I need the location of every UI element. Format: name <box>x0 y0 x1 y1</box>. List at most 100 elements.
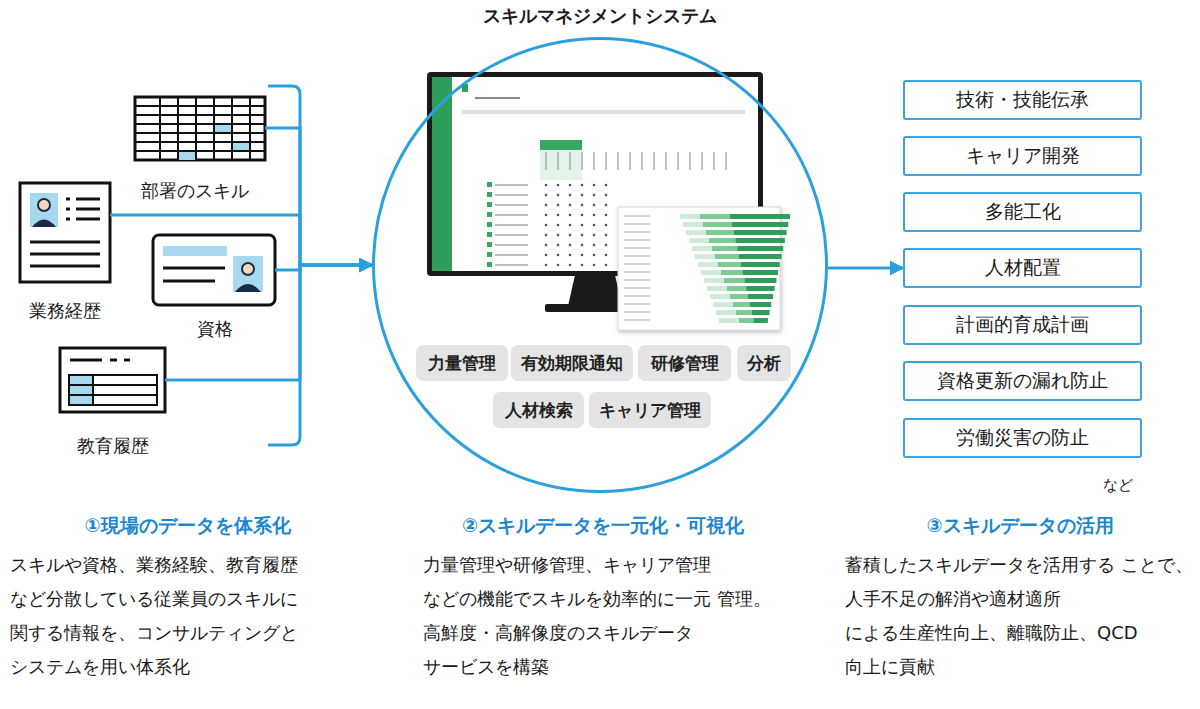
chart-bar <box>721 270 743 275</box>
grid-cell <box>232 142 250 151</box>
column-highlight <box>540 150 582 180</box>
step-description: 蓄積したスキルデータを活用する ことで、人手不足の解消や適材適所 による生産性向… <box>845 548 1195 684</box>
screen-cell <box>605 254 608 257</box>
screen-cell <box>593 194 596 197</box>
screen-cell <box>581 234 584 237</box>
license-card-icon <box>153 235 275 305</box>
step-description: 力量管理や研修管理、キャリア管理 などの機能でスキルを効率的に一元 管理。高鮮度… <box>423 548 783 684</box>
benefit-label: 技術・技能伝承 <box>956 87 1089 113</box>
resume-lines <box>30 199 100 266</box>
chart-bar <box>680 214 700 219</box>
screen-row-label <box>495 204 528 206</box>
doc-line <box>124 359 130 362</box>
benefit-box: 資格更新の漏れ防止 <box>903 361 1142 401</box>
screen-cell <box>569 264 572 267</box>
doc-line <box>110 359 117 362</box>
screen-column-label <box>689 152 690 170</box>
chart-row-label <box>624 263 650 264</box>
feature-pill: 分析 <box>737 345 791 381</box>
screen-row-label <box>495 254 528 256</box>
photo-ground <box>233 256 263 292</box>
screen-cell <box>569 214 572 217</box>
skill-grid-icon <box>135 97 265 160</box>
screen-column-label <box>557 152 558 170</box>
benefit-box: 労働災害の防止 <box>903 418 1142 458</box>
chart-bar <box>737 246 783 251</box>
grid-col <box>213 97 215 160</box>
education-doc-icon <box>60 348 165 412</box>
chart-row-label <box>624 287 650 288</box>
screen-column-label <box>653 152 654 170</box>
benefit-label: 資格更新の漏れ防止 <box>937 368 1108 394</box>
app-sidebar <box>432 77 452 271</box>
chart-bar <box>748 294 773 299</box>
card-frame <box>153 235 275 305</box>
screen-cell <box>545 254 548 257</box>
screen-cell <box>557 234 560 237</box>
step-heading: ①現場のデータを体系化 <box>10 513 365 539</box>
chart-bar <box>735 238 785 243</box>
screen-cell <box>557 204 560 207</box>
screen-cell <box>593 224 596 227</box>
photo-ground <box>30 193 58 227</box>
screen-cell <box>557 244 560 247</box>
chart-bar <box>743 270 779 275</box>
grid-frame <box>135 97 265 160</box>
chart-row-label <box>624 255 650 256</box>
screen-column-label <box>629 152 630 170</box>
screen-cell <box>593 204 596 207</box>
monitor-screen <box>432 77 758 271</box>
grid-cell <box>214 124 232 133</box>
screen-cell <box>581 264 584 267</box>
education-node: 教育履歴 <box>60 348 165 412</box>
chart-row-label <box>624 295 650 296</box>
step-heading: ②スキルデータを一元化・可視化 <box>423 513 783 539</box>
benefit-label: キャリア開発 <box>966 143 1080 169</box>
screen-row-label <box>495 214 528 216</box>
benefit-box: 人材配置 <box>903 248 1142 288</box>
screen-row-icon <box>487 232 492 237</box>
doc-table <box>69 375 157 405</box>
screen-cell <box>605 194 608 197</box>
screen-row-icon <box>487 222 492 227</box>
chart-bar <box>709 238 735 243</box>
screen-cell <box>545 224 548 227</box>
chart-bar <box>736 310 752 315</box>
chart-bar <box>707 286 727 291</box>
chart-bar <box>713 302 733 307</box>
feature-pill: 力量管理 <box>416 345 508 381</box>
screen-cell <box>569 244 572 247</box>
chart-bar <box>719 318 739 323</box>
screen-cell <box>557 264 560 267</box>
screen-row-icon <box>487 202 492 207</box>
body <box>32 220 56 228</box>
screen-cell <box>557 224 560 227</box>
screen-cell <box>593 234 596 237</box>
benefit-box: キャリア開発 <box>903 136 1142 176</box>
grid-row <box>135 114 265 116</box>
screen-row-icon <box>487 212 492 217</box>
system-title: スキルマネジメントシステム <box>483 4 717 28</box>
benefit-label: 計画的育成計画 <box>956 312 1089 338</box>
feature-label: 分析 <box>747 352 781 375</box>
license-node: 資格 <box>153 235 275 305</box>
screen-cell <box>545 234 548 237</box>
chart-bar <box>689 238 709 243</box>
screen-row-label <box>495 224 528 226</box>
screen-row-label <box>495 194 528 196</box>
screen-cell <box>605 234 608 237</box>
screen-cell <box>593 214 596 217</box>
flow-arrow <box>828 267 903 270</box>
chart-row-label <box>624 215 650 216</box>
screen-column-label <box>545 152 546 170</box>
benefit-label: 人材配置 <box>985 255 1061 281</box>
benefit-box: 多能工化 <box>903 192 1142 232</box>
screen-cell <box>605 214 608 217</box>
chart-bars <box>624 214 790 323</box>
chart-bar <box>700 214 730 219</box>
screen-cell <box>569 194 572 197</box>
screen-column-label <box>665 152 666 170</box>
screen-column-label <box>569 152 570 170</box>
source-label: 資格 <box>197 317 233 341</box>
grid-row <box>135 123 265 125</box>
